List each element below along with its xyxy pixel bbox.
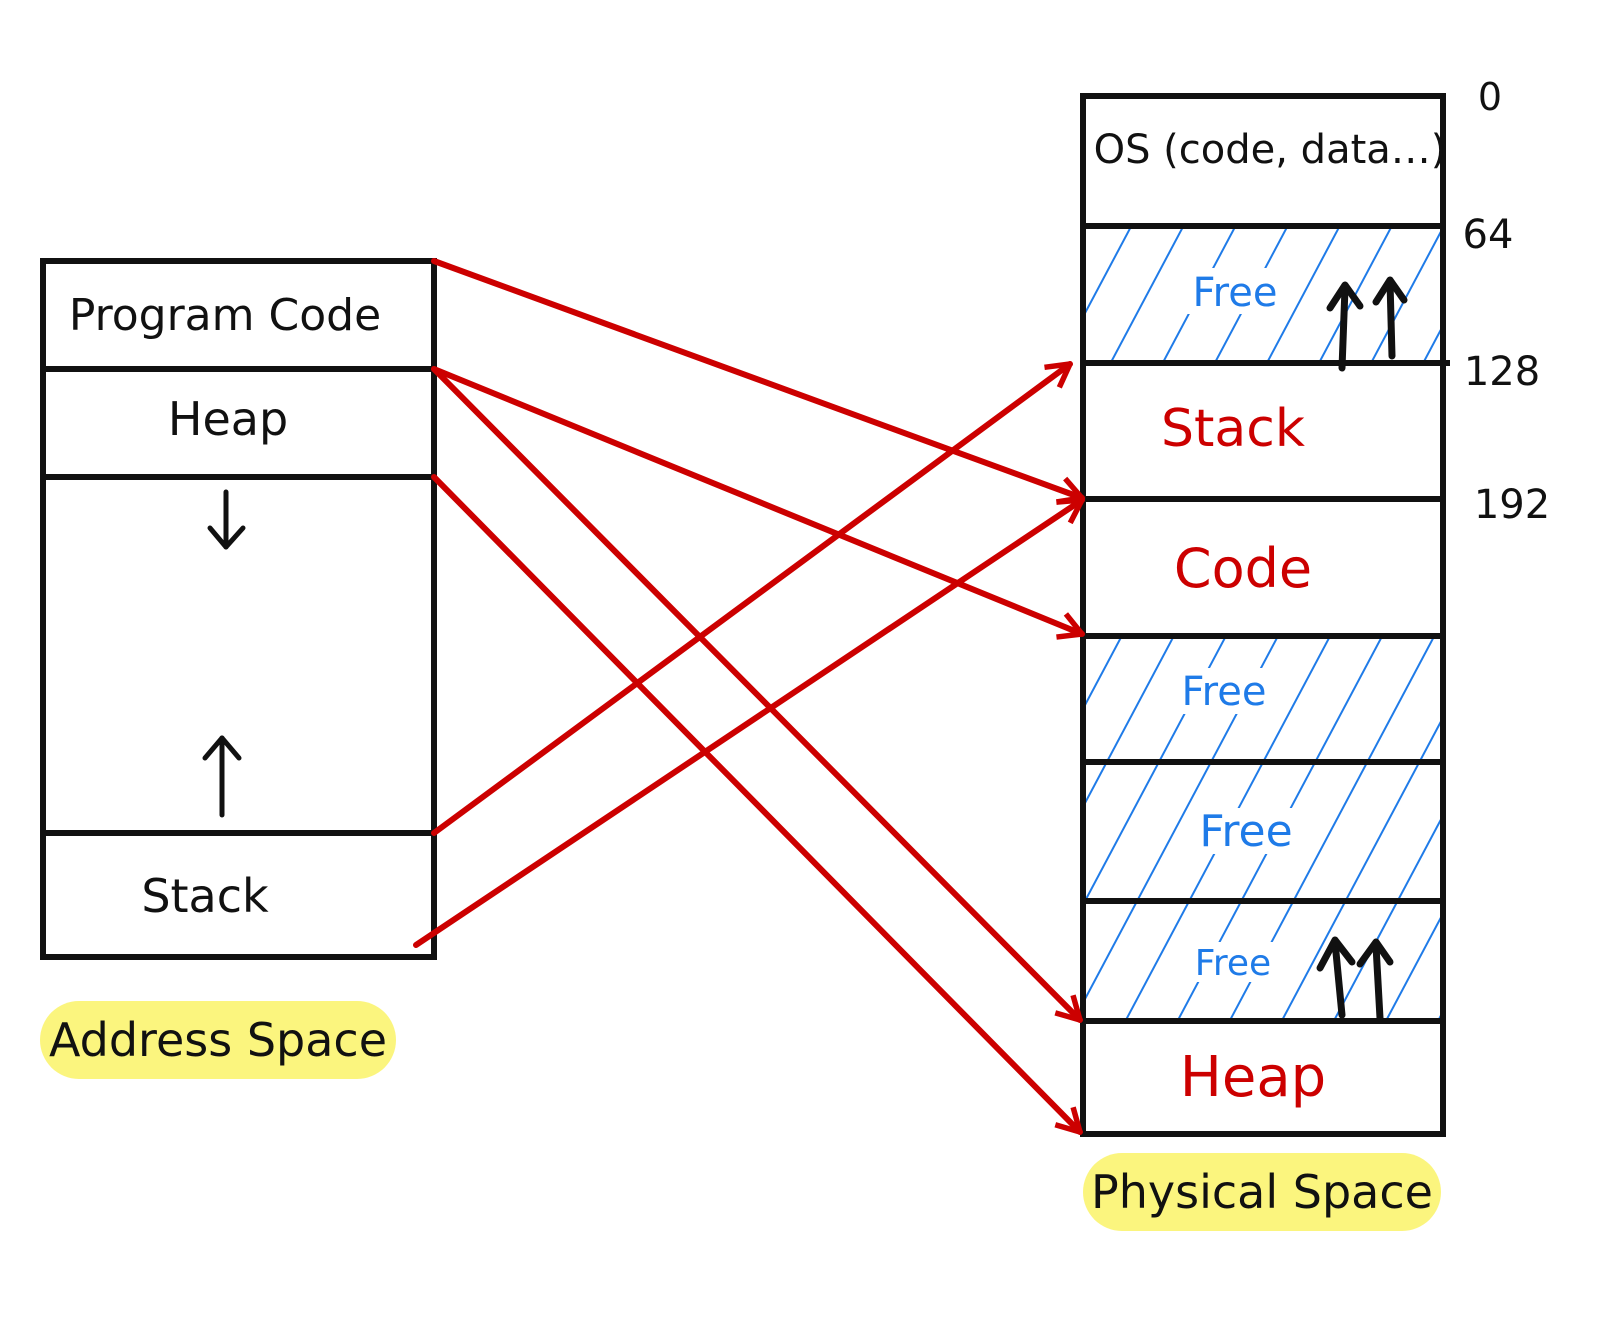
map-heap-bottom-arrow	[431, 474, 1083, 1135]
address-space-box	[40, 258, 437, 960]
as-heap-label: Heap	[168, 392, 288, 446]
map-stack-top-arrow	[431, 361, 1073, 836]
growth-up-arrows-top-icon	[1326, 276, 1408, 372]
physical-space-caption: Physical Space	[1083, 1153, 1441, 1231]
ps-heap-label: Heap	[1180, 1045, 1326, 1110]
as-program-code-label: Program Code	[69, 290, 381, 341]
map-heap-top-arrow	[431, 366, 1083, 1023]
stack-grows-up-arrow-icon	[202, 735, 242, 818]
ps-os-label: OS (code, data…)	[1094, 127, 1447, 173]
ps-code-label: Code	[1174, 537, 1312, 600]
map-code-top-arrow	[431, 258, 1085, 505]
ps-free-label-2: Free	[1182, 669, 1267, 715]
map-code-bottom-arrow	[431, 366, 1085, 640]
as-stack-label: Stack	[141, 869, 269, 923]
mapping-arrows	[413, 258, 1085, 1135]
physical-space: OS (code, data…) Free Stack Code Free Fr…	[1080, 75, 1550, 1137]
ps-address-64: 64	[1463, 212, 1514, 258]
ps-address-0: 0	[1478, 75, 1502, 119]
address-space-caption: Address Space	[40, 1001, 396, 1079]
ps-address-192: 192	[1474, 482, 1550, 528]
heap-grows-down-arrow-icon	[207, 489, 246, 550]
ps-stack-label: Stack	[1161, 399, 1305, 459]
map-stack-bottom-arrow	[413, 497, 1085, 948]
ps-free-label-1: Free	[1193, 270, 1278, 316]
growth-up-arrows-bottom-icon	[1316, 936, 1394, 1022]
address-space: Program Code Heap Stack	[40, 258, 437, 960]
ps-address-128: 128	[1464, 349, 1540, 395]
ps-free-label-4: Free	[1195, 943, 1271, 984]
ps-free-label-3: Free	[1199, 806, 1292, 857]
